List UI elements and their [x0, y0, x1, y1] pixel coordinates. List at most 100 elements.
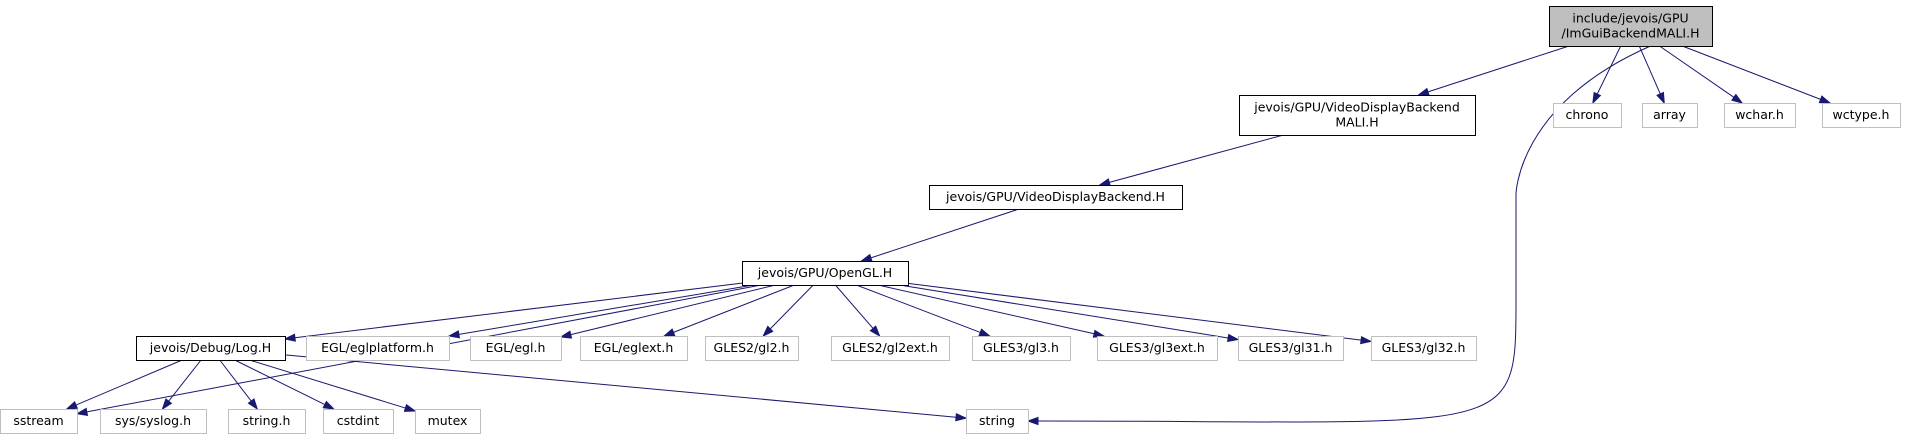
- node-label: include/jevois/GPU: [1572, 11, 1688, 26]
- edge-root-to-chrono: [1592, 45, 1622, 105]
- node-box: [306, 336, 450, 361]
- node-box: [100, 409, 207, 434]
- edge-line: [1659, 45, 1735, 98]
- node-box: [972, 336, 1071, 361]
- node-box: [470, 336, 562, 361]
- node-label: GLES3/gl32.h: [1382, 340, 1466, 355]
- node-box: [0, 409, 78, 434]
- node-sstream: sstream: [0, 409, 78, 434]
- edge-line: [234, 359, 326, 406]
- edge-arrowhead: [1592, 91, 1602, 105]
- edge-arrowhead: [161, 398, 173, 411]
- node-wctype: wctype.h: [1822, 103, 1901, 128]
- edge-line: [249, 359, 406, 409]
- node-box: [831, 336, 950, 361]
- edge-root-to-array: [1638, 45, 1665, 105]
- edge-arrowhead: [447, 330, 461, 339]
- node-label: sstream: [13, 413, 63, 428]
- node-box: [929, 185, 1183, 210]
- node-wchar: wchar.h: [1724, 103, 1796, 128]
- node-label: EGL/eglplatform.h: [321, 340, 434, 355]
- edge-arrowhead: [1818, 95, 1832, 104]
- edge-arrowhead: [1098, 178, 1111, 187]
- edge-line: [75, 359, 183, 406]
- node-root[interactable]: include/jevois/GPU/ImGuiBackendMALI.H: [1549, 6, 1713, 47]
- edge-line: [769, 284, 814, 330]
- node-box: [415, 409, 481, 434]
- edge-arrowhead: [247, 398, 259, 411]
- edge-line: [1037, 45, 1651, 423]
- edge-line: [458, 284, 754, 335]
- node-box: [228, 409, 306, 434]
- edge-line: [1638, 45, 1661, 95]
- node-mutex: mutex: [415, 409, 481, 434]
- edge-opengl-to-eglplatform: [447, 284, 754, 339]
- node-label: wctype.h: [1833, 107, 1890, 122]
- node-label: GLES3/gl31.h: [1249, 340, 1333, 355]
- node-label: wchar.h: [1735, 107, 1784, 122]
- node-label: jevois/GPU/VideoDisplayBackend.H: [945, 189, 1165, 204]
- node-eglplatform: EGL/eglplatform.h: [306, 336, 450, 361]
- edge-root-to-string: [1026, 45, 1651, 426]
- edge-root-to-wctype: [1682, 45, 1832, 104]
- node-gl32: GLES3/gl32.h: [1371, 336, 1477, 361]
- node-array: array: [1642, 103, 1698, 128]
- node-opengl[interactable]: jevois/GPU/OpenGL.H: [742, 261, 909, 286]
- node-label: jevois/GPU/OpenGL.H: [757, 265, 892, 280]
- edge-arrowhead: [1026, 416, 1039, 426]
- edge-arrowhead: [65, 401, 79, 410]
- node-box: [705, 336, 799, 361]
- node-box: [1239, 95, 1476, 136]
- node-cstdint: cstdint: [323, 409, 394, 434]
- node-string: string: [966, 409, 1029, 434]
- node-box: [1371, 336, 1477, 361]
- edge-arrowhead: [1731, 93, 1744, 104]
- edge-opengl-to-gl2ext: [835, 284, 881, 338]
- edge-root-to-wchar: [1659, 45, 1744, 104]
- edge-log-to-string: [284, 354, 968, 422]
- edge-line: [1682, 45, 1821, 100]
- node-box: [1822, 103, 1901, 128]
- edge-line: [878, 284, 1095, 335]
- edge-arrowhead: [1656, 91, 1665, 105]
- edge-line: [907, 282, 1362, 341]
- edge-log-to-mutex: [249, 359, 417, 412]
- edge-line: [870, 208, 1020, 259]
- edge-arrowhead: [859, 253, 873, 262]
- node-gl3ext: GLES3/gl3ext.h: [1097, 336, 1218, 361]
- edge-log-to-cstdint: [234, 359, 336, 410]
- edge-arrowhead: [869, 325, 881, 338]
- node-label: /ImGuiBackendMALI.H: [1562, 26, 1700, 41]
- node-box: [1097, 336, 1218, 361]
- edge-opengl-to-gl31: [899, 284, 1240, 343]
- node-box: [136, 336, 286, 361]
- node-label: string: [979, 413, 1015, 428]
- edge-line: [835, 284, 874, 329]
- node-label: cstdint: [337, 413, 380, 428]
- node-box: [1724, 103, 1796, 128]
- edge-line: [1109, 134, 1284, 183]
- edge-opengl-to-eglext: [662, 284, 795, 337]
- node-gl3: GLES3/gl3.h: [972, 336, 1071, 361]
- node-log[interactable]: jevois/Debug/Log.H: [136, 336, 286, 361]
- edge-arrowhead: [1360, 335, 1373, 345]
- node-label: GLES2/gl2ext.h: [842, 340, 938, 355]
- edges-layer: [65, 45, 1832, 426]
- node-vdb[interactable]: jevois/GPU/VideoDisplayBackend.H: [929, 185, 1183, 210]
- node-box: [1553, 103, 1622, 128]
- edge-log-to-syslog: [161, 359, 202, 411]
- edge-arrowhead: [322, 400, 336, 410]
- edge-arrowhead: [559, 330, 573, 339]
- node-gl2ext: GLES2/gl2ext.h: [831, 336, 950, 361]
- node-label: string.h: [243, 413, 291, 428]
- node-label: array: [1653, 107, 1686, 122]
- edge-line: [673, 284, 795, 333]
- edge-opengl-to-gl3: [856, 284, 992, 337]
- edge-opengl-to-egl: [559, 284, 776, 339]
- node-label: GLES3/gl3ext.h: [1109, 340, 1205, 355]
- node-stringh: string.h: [228, 409, 306, 434]
- edge-arrowhead: [955, 412, 968, 422]
- edge-arrowhead: [978, 328, 992, 337]
